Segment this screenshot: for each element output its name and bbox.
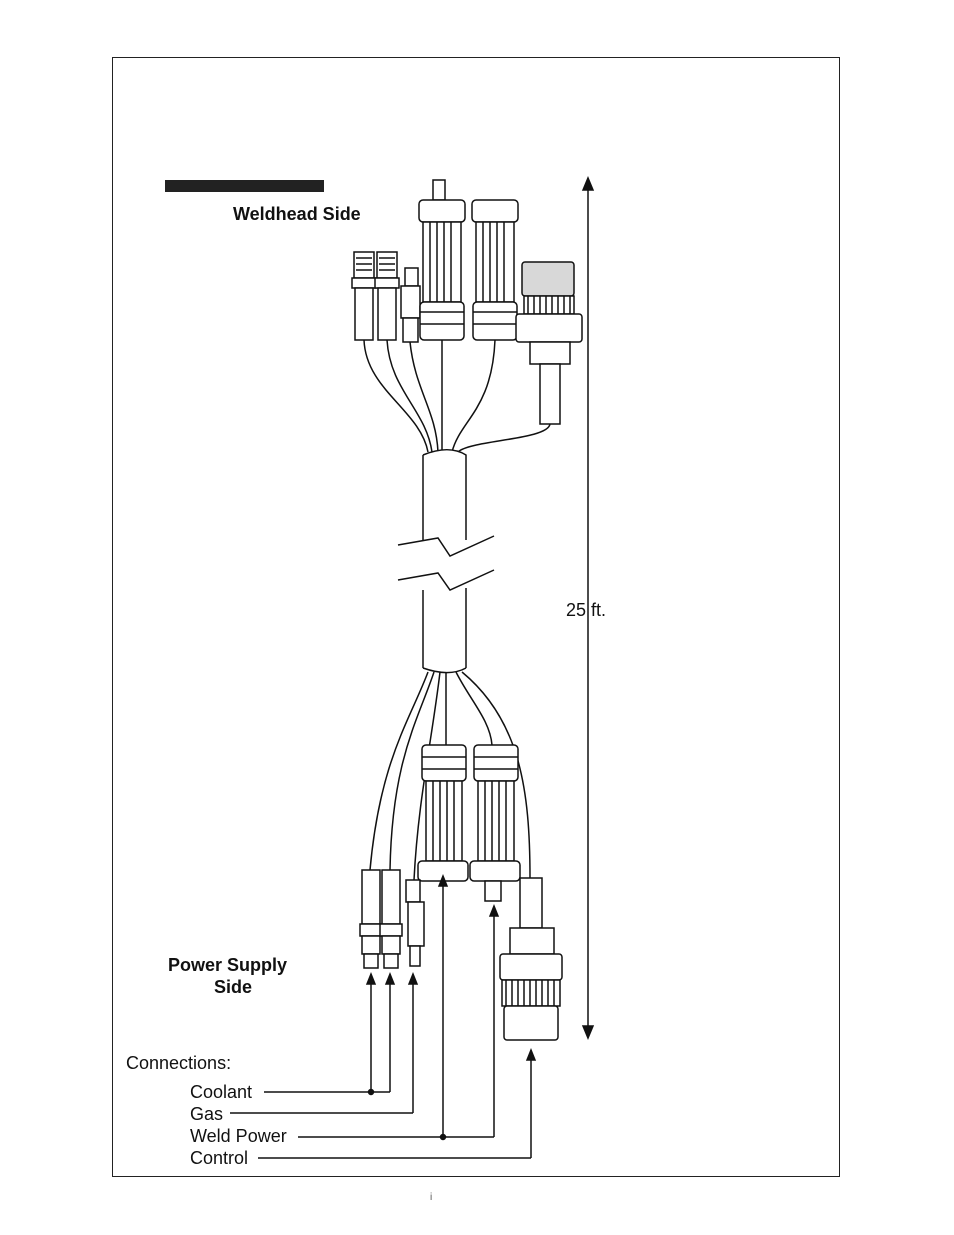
supply-gas-fitting xyxy=(405,879,425,967)
supply-coolant-fitting-2 xyxy=(379,869,403,969)
weld-power-label: Weld Power xyxy=(190,1126,287,1146)
page-mark: i xyxy=(430,1192,433,1203)
weldhead-gas-fitting xyxy=(400,267,421,343)
supply-control-connector xyxy=(499,877,563,1041)
length-dimension-arrow xyxy=(581,176,595,1040)
weldhead-coolant-fitting-2 xyxy=(374,251,400,341)
coolant-label: Coolant xyxy=(190,1082,253,1102)
weldhead-control-connector xyxy=(515,261,583,425)
weldhead-side-label: Weldhead Side xyxy=(233,204,361,224)
weldhead-hoses xyxy=(363,339,551,453)
supply-coolant-fitting-1 xyxy=(359,869,383,969)
gas-label: Gas xyxy=(190,1104,224,1124)
control-leader xyxy=(258,1047,537,1159)
weld-power-leader xyxy=(298,873,500,1141)
weldhead-coolant-fitting-1 xyxy=(351,251,377,341)
figure-title-bar xyxy=(165,180,324,192)
gas-leader xyxy=(230,971,419,1114)
power-supply-side-label-line1: Power Supply xyxy=(168,955,288,975)
coolant-leader xyxy=(264,971,396,1096)
figure-frame xyxy=(112,57,840,1177)
cable-jacket xyxy=(397,449,495,674)
supply-power-connector-1 xyxy=(417,744,469,882)
supply-power-connector-2 xyxy=(469,744,521,902)
weldhead-power-connector-1 xyxy=(418,179,466,341)
length-label: 25 ft. xyxy=(566,600,607,620)
weldhead-power-connector-2 xyxy=(471,199,519,341)
power-supply-side-label-line2: Side xyxy=(214,977,253,997)
control-label: Control xyxy=(190,1148,249,1168)
connections-title: Connections: xyxy=(126,1053,232,1073)
